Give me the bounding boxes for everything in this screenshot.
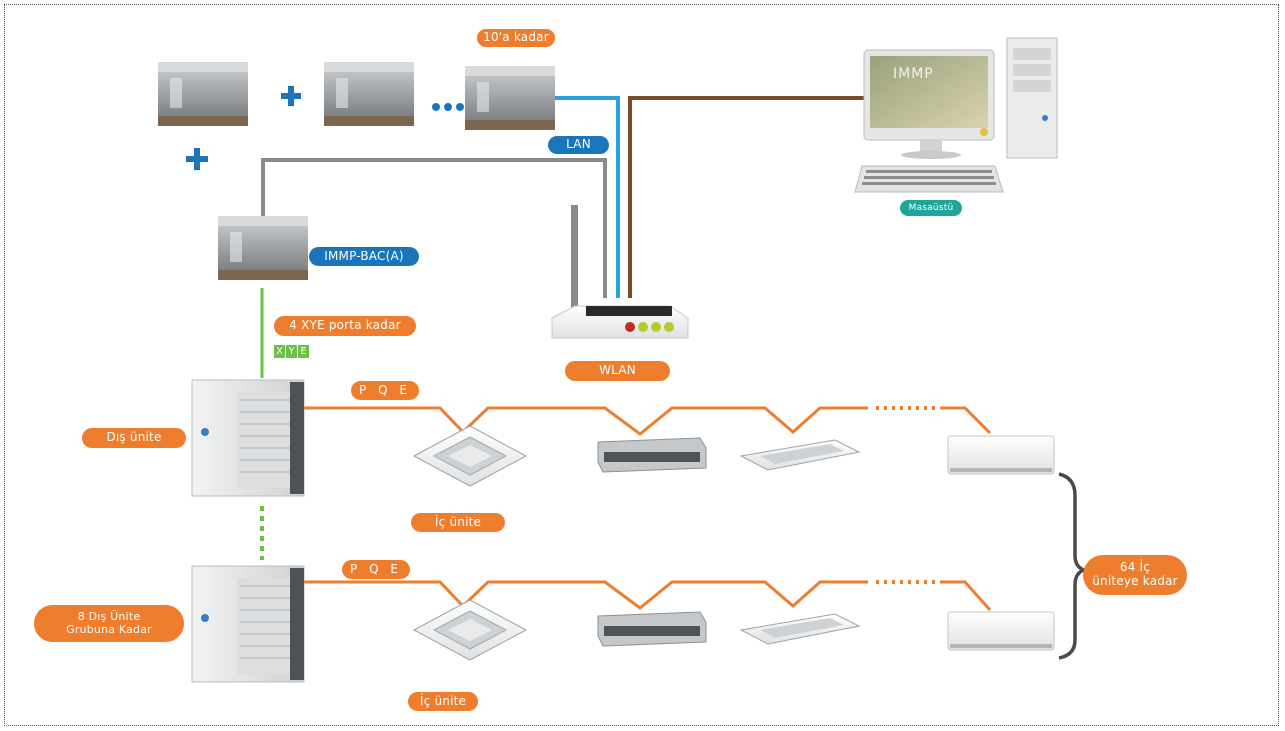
controller-2 [324, 62, 414, 126]
outdoor-group-label: 8 Dış Ünite Grubuna Kadar [34, 605, 184, 642]
pqe-label-2: P Q E [342, 560, 410, 579]
cassette-unit [412, 599, 528, 661]
outdoor-unit-2 [191, 565, 305, 683]
xye-port-label: 4 XYE porta kadar [274, 316, 416, 336]
gateway-device [218, 216, 308, 280]
pqe-bus-2 [304, 580, 992, 611]
desktop-computer-icon [854, 37, 1058, 193]
plus-icon [186, 148, 208, 170]
pc-cable [628, 96, 866, 298]
ceiling-unit [739, 613, 861, 645]
router-icon [551, 205, 689, 339]
wall-unit [947, 611, 1055, 651]
xye-x: X [274, 345, 285, 358]
xye-y: Y [286, 345, 297, 358]
pqe-label-1: P Q E [351, 381, 419, 400]
ceiling-unit [739, 439, 861, 471]
indoor-unit-label-1: İç ünite [411, 513, 505, 532]
outdoor-group-line1: 8 Dış Ünite [77, 609, 141, 623]
plus-icon [281, 86, 301, 106]
xye-e: E [298, 345, 309, 358]
desktop-label: Masaüstü [900, 200, 962, 216]
controller-3 [465, 66, 555, 130]
lan-cable [552, 96, 620, 298]
indoor-unit-label-2: İç ünite [408, 692, 478, 711]
wall-unit [947, 435, 1055, 475]
lan-label: LAN [548, 136, 609, 154]
up-to-10-label: 10'a kadar [477, 29, 555, 47]
outdoor-group-line2: Grubuna Kadar [66, 622, 152, 636]
gateway-label: IMMP-BAC(A) [309, 247, 419, 266]
indoor-group-brace [1058, 472, 1090, 660]
outdoor-unit-1 [191, 379, 305, 497]
ellipsis-icon [432, 103, 464, 111]
outdoor-unit-label: Dış ünite [82, 428, 186, 448]
pqe-bus-1 [304, 406, 992, 436]
duct-unit [597, 611, 707, 647]
indoor-max-line1: 64 İç [1119, 560, 1151, 575]
wlan-label: WLAN [565, 361, 670, 381]
cassette-unit [412, 425, 528, 487]
controller-1 [158, 62, 248, 126]
indoor-max-line2: üniteye kadar [1092, 574, 1178, 588]
screen-logo-text: IMMP [893, 66, 934, 82]
indoor-max-label: 64 İç üniteye kadar [1083, 555, 1187, 595]
diagram-frame [4, 4, 1279, 726]
gateway-cable [261, 158, 607, 298]
duct-unit [597, 437, 707, 473]
xye-terminal-label: X Y E [274, 345, 309, 358]
